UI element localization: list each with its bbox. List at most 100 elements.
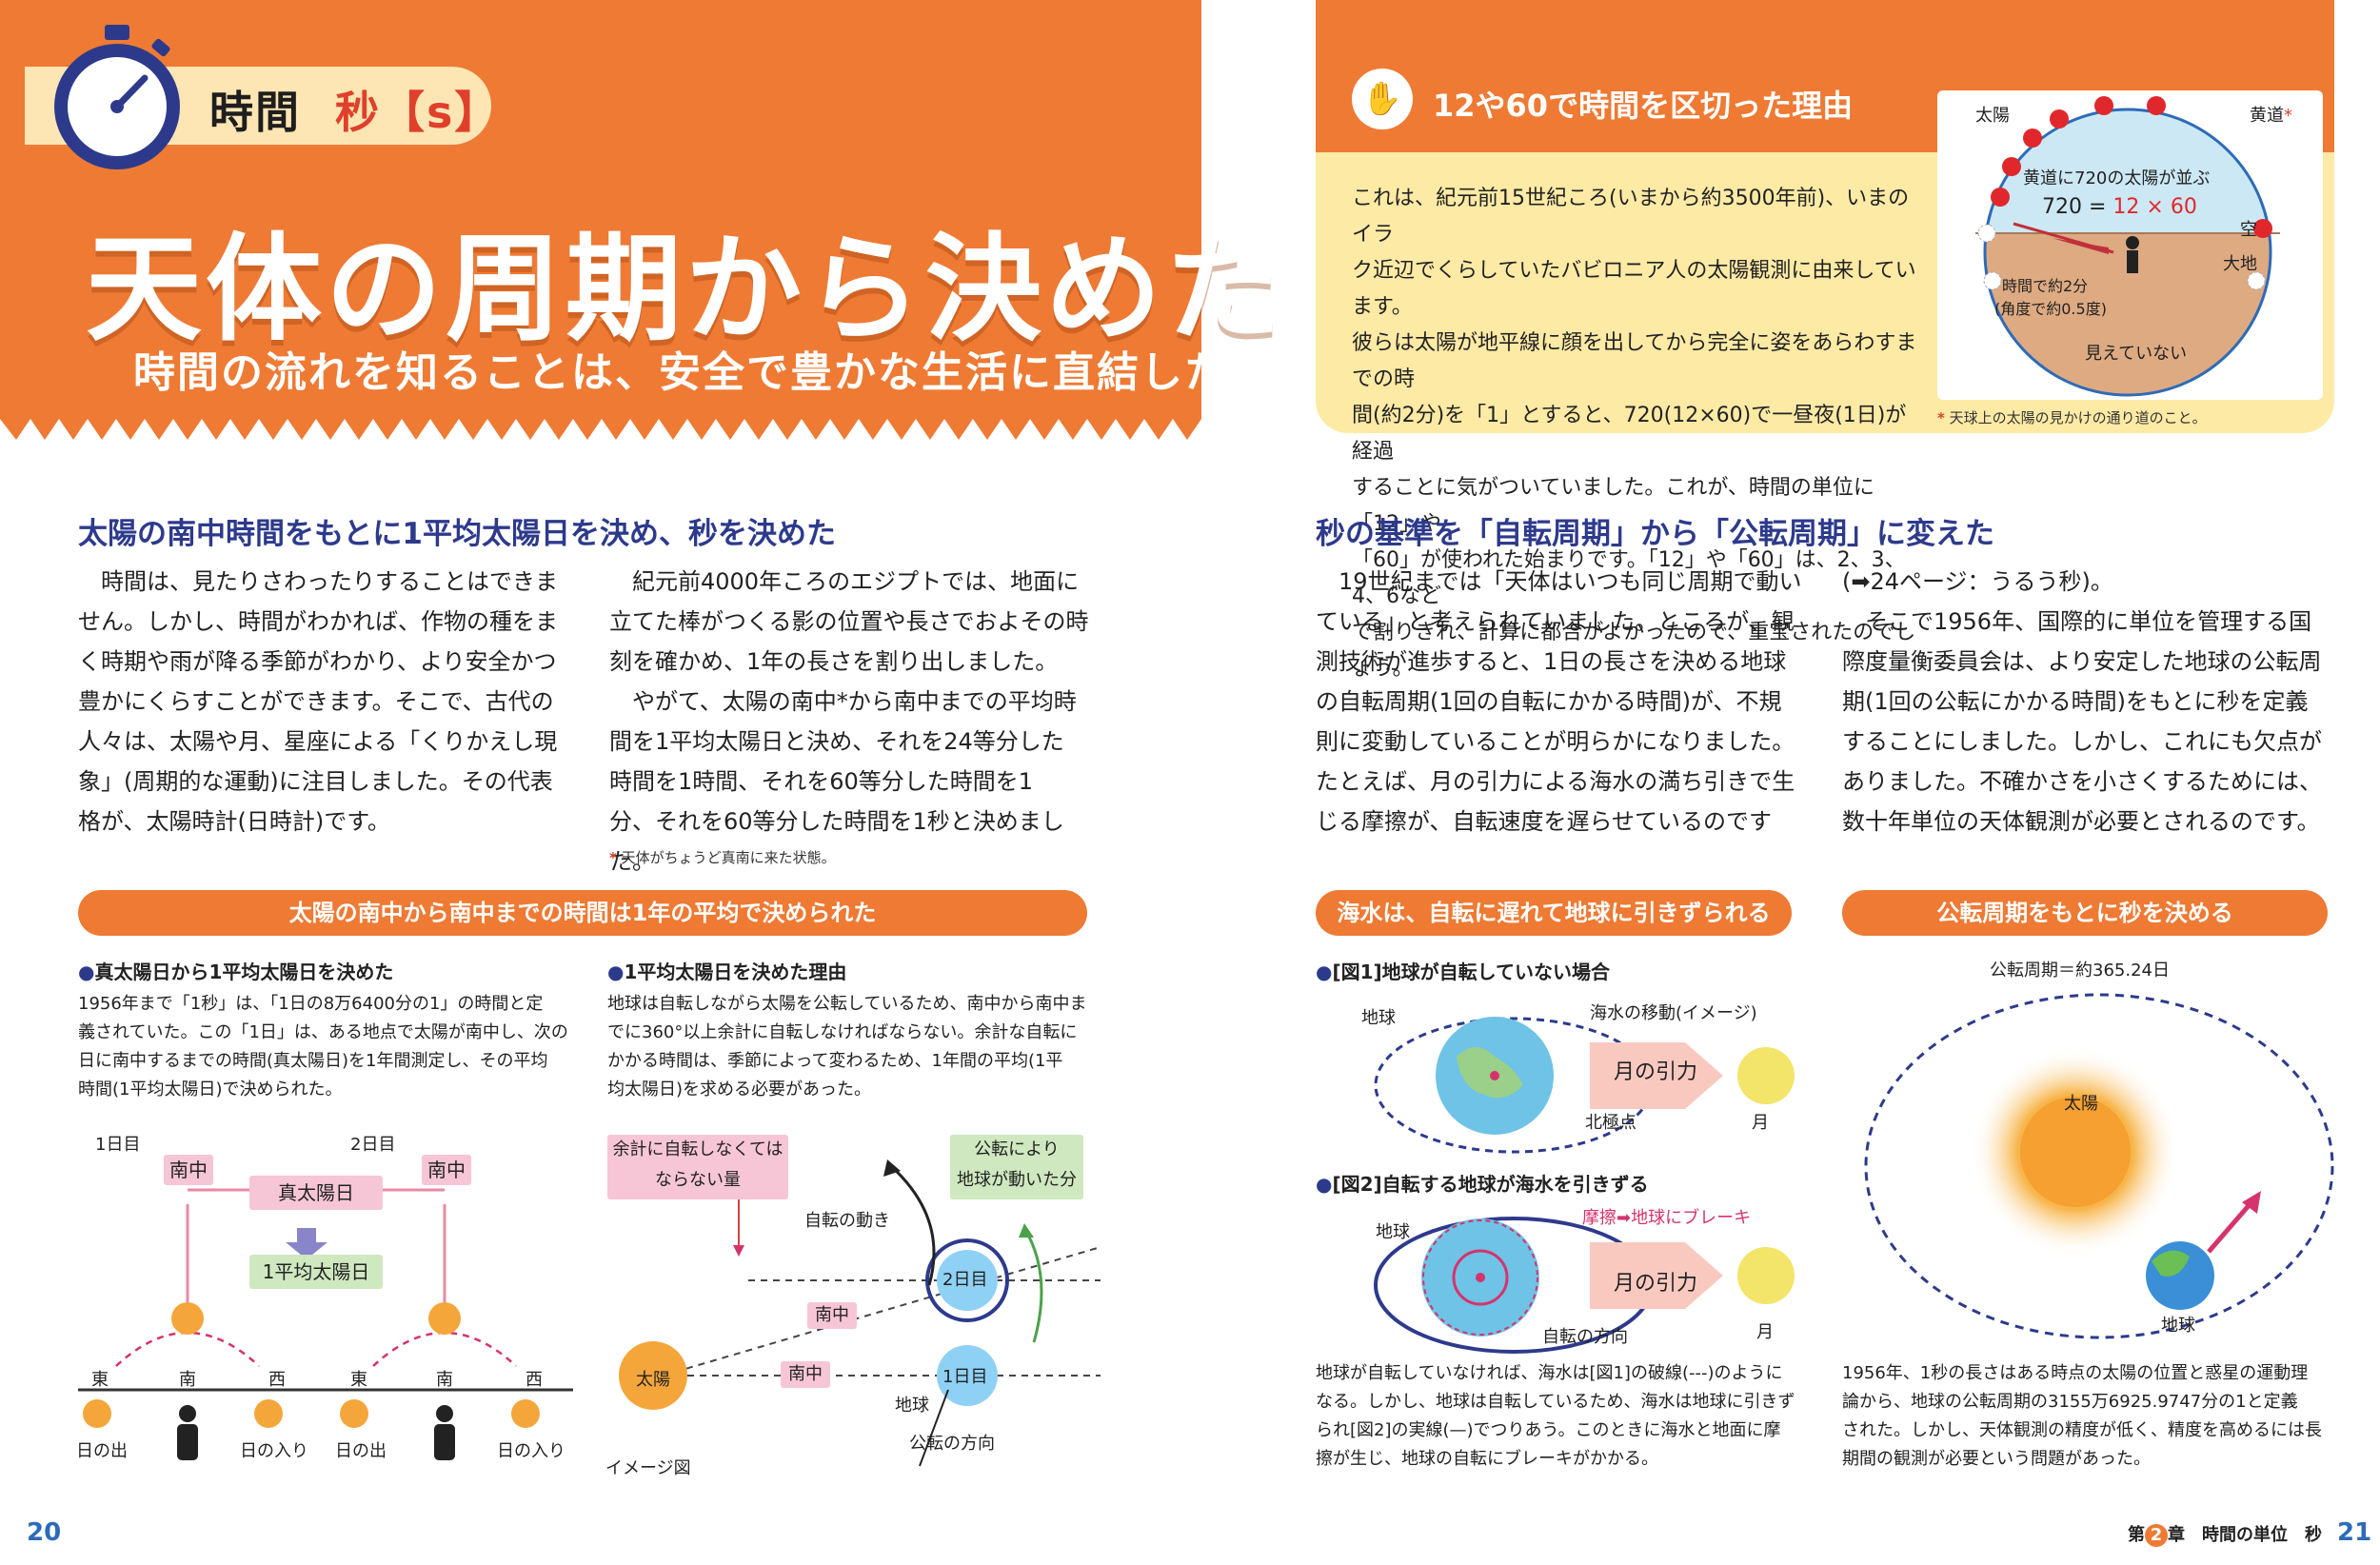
tide2-moon: 月	[1756, 1322, 1774, 1342]
fig1-sunset1: 日の入り	[240, 1441, 308, 1461]
fig2-orbit-move: 公転により 地球が動いた分	[950, 1135, 1083, 1199]
chapter-b: 章 時間の単位 秒	[2168, 1525, 2322, 1545]
chip-sec: 秒【s】	[335, 87, 501, 138]
fig2-caption: イメージ図	[605, 1458, 691, 1478]
diagram-formula: 720 = 12 × 60	[2042, 195, 2197, 219]
diagram-ecliptic-mark: *	[2284, 106, 2292, 126]
sub2-heading: ●1平均太陽日を決めた理由	[607, 961, 847, 983]
tide-fig1-heading-text: [図1]地球が自転していない場合	[1332, 961, 1611, 983]
orbit-text: 1956年、1秒の長さはある時点の太陽の位置と惑星の運動理 論から、地球の公転周…	[1842, 1363, 2322, 1469]
orbit-sun: 太陽	[2064, 1094, 2098, 1114]
fig1-sunrise2: 日の出	[335, 1441, 387, 1461]
right-band1: 海水は、自転に遅れて地球に引きずられる	[1316, 890, 1792, 936]
reason-title: 12や60で時間を区切った理由	[1433, 88, 1854, 124]
fig2-nanchu-lower: 南中	[781, 1361, 830, 1388]
orbit-period: 公転周期＝約365.24日	[1990, 961, 2170, 981]
right-section-heading: 秒の基準を「自転周期」から「公転周期」に変えた	[1316, 517, 1994, 551]
fig1-south2: 南	[436, 1370, 453, 1390]
unit-chip-label: 時間 秒【s】	[209, 78, 500, 141]
left-note-mark: *	[609, 849, 617, 866]
fig2-earth: 地球	[895, 1396, 929, 1416]
fig1-mean-day: 1平均太陽日	[249, 1255, 383, 1289]
fig2-sun: 太陽	[636, 1370, 670, 1390]
tide-diagram-2	[1374, 1217, 1795, 1354]
formula-b: 12 × 60	[2112, 195, 2197, 219]
fig1-sunrise1: 日の出	[76, 1441, 128, 1461]
diagram-earth: 大地	[2223, 254, 2257, 274]
tide1-sea: 海水の移動(イメージ)	[1590, 1003, 1757, 1023]
page-subtitle: 時間の流れを知ることは、安全で豊かな生活に直結した。	[133, 348, 1272, 397]
sub1-body: 1956年まで「1秒」は、「1日の8万6400分の1」の時間と定 義されていた。…	[78, 994, 568, 1099]
reason-body: これは、紀元前15世紀ころ(いまから約3500年前)、いまのイラ ク近辺でくらし…	[1352, 187, 1917, 681]
sub2-body: 地球は自転しながら太陽を公転しているため、南中から南中ま でに360°以上余計に…	[607, 994, 1087, 1099]
diagram-line1: 黄道に720の太陽が並ぶ	[2023, 168, 2211, 188]
sub2-heading-text: 1平均太陽日を決めた理由	[624, 961, 847, 983]
sun-diagram: 太陽 黄道* 黄道に720の太陽が並ぶ 720 = 12 × 60 空 大地 時…	[1937, 90, 2323, 400]
left-note-text: 天体がちょうど真南に来た状態。	[621, 849, 836, 866]
diagram-hidden: 見えていない	[2085, 344, 2188, 364]
formula-a: 720 =	[2042, 195, 2113, 219]
right-page-number: 21	[2337, 1518, 2372, 1547]
tide-diagram-1	[1374, 1017, 1795, 1154]
tide-text: 地球が自転していなければ、海水は[図1]の破線(---)のように なる。しかし、…	[1316, 1363, 1795, 1469]
fig1-nanchu2: 南中	[422, 1155, 471, 1185]
right-col1: 19世紀までは「天体はいつも同じ周期で動い ている」と考えられていました。ところ…	[1316, 568, 1802, 835]
tide-fig1-heading: ●[図1]地球が自転していない場合	[1316, 961, 1611, 983]
sub1-heading-text: 真太陽日から1平均太陽日を決めた	[94, 961, 394, 983]
fig1-day1: 1日目	[95, 1135, 141, 1155]
hand-icon: ✋	[1352, 69, 1413, 129]
zigzag-edge	[0, 419, 1201, 440]
diagram-angle1: 時間で約2分	[2002, 277, 2089, 295]
tide1-pole: 北極点	[1585, 1113, 1636, 1133]
fig1-true-day: 真太陽日	[249, 1176, 383, 1210]
reason-note: * 天球上の太陽の見かけの通り道のこと。	[1937, 407, 2207, 427]
chapter-num: 2	[2145, 1524, 2168, 1547]
fig1-day2: 2日目	[350, 1135, 396, 1155]
orbit-earth: 地球	[2161, 1316, 2195, 1336]
chip-time: 時間	[209, 87, 301, 138]
fig1-east1: 東	[91, 1370, 109, 1390]
tide-fig2-heading-text: [図2]自転する地球が海水を引きずる	[1332, 1173, 1649, 1196]
left-col2: 紀元前4000年ころのエジプトでは、地面に 立てた棒がつくる影の位置や長さでおよ…	[609, 568, 1089, 875]
orbit-diagram	[1864, 993, 2334, 1339]
sub1-heading: ●真太陽日から1平均太陽日を決めた	[78, 961, 394, 983]
tide2-rot-dir: 自転の方向	[1542, 1327, 1628, 1347]
left-band: 太陽の南中から南中までの時間は1年の平均で決められた	[78, 890, 1087, 936]
right-col2: (➡24ページ：うるう秒)。 そこで1956年、国際的に単位を管理する国 際度量…	[1842, 568, 2322, 835]
fig1-sunset2: 日の入り	[497, 1441, 565, 1461]
reason-note-text: 天球上の太陽の見かけの通り道のこと。	[1949, 409, 2207, 426]
tide-fig2-heading: ●[図2]自転する地球が海水を引きずる	[1316, 1173, 1649, 1196]
page-title: 天体の周期から決めた	[86, 222, 1285, 357]
stopwatch-icon	[54, 25, 180, 169]
fig1-west2: 西	[526, 1370, 543, 1390]
sun-diagram-graphic	[1975, 96, 2280, 397]
fig1-nanchu1: 南中	[164, 1155, 213, 1185]
fig1-west1: 西	[268, 1370, 286, 1390]
tide2-brake: 摩擦➡地球にブレーキ	[1582, 1208, 1752, 1228]
fig2-extra: 余計に自転しなくては ならない量	[607, 1135, 788, 1199]
fig2-orbit-dir: 公転の方向	[909, 1434, 995, 1454]
diagram-sun-label: 太陽	[1975, 106, 2010, 126]
diagram-ecliptic: 黄道	[2250, 106, 2284, 126]
left-col1: 時間は、見たりさわったりすることはできま せん。しかし、時間がわかれば、作物の種…	[78, 568, 558, 835]
tide1-moon-pull: 月の引力	[1614, 1060, 1698, 1084]
tide2-moon-pull: 月の引力	[1614, 1272, 1698, 1296]
fig1-east2: 東	[350, 1370, 367, 1390]
fig2-day2: 2日目	[942, 1270, 988, 1290]
tide2-earth: 地球	[1376, 1222, 1410, 1242]
fig2-day1: 1日目	[942, 1367, 988, 1387]
diagram-ecliptic-label: 黄道*	[2250, 102, 2292, 127]
tide1-earth: 地球	[1361, 1008, 1396, 1028]
diagram-angle2: (角度で約0.5度)	[1994, 300, 2107, 318]
left-page-number: 20	[27, 1518, 62, 1547]
left-section-heading: 太陽の南中時間をもとに1平均太陽日を決め、秒を決めた	[78, 517, 836, 551]
diagram-sky: 空	[2240, 220, 2257, 240]
fig2-rotation: 自転の動き	[804, 1211, 890, 1231]
tide1-moon: 月	[1752, 1113, 1769, 1133]
right-band2: 公転周期をもとに秒を決める	[1842, 890, 2328, 936]
fig2-nanchu-upper: 南中	[807, 1302, 857, 1329]
chapter-a: 第	[2128, 1525, 2145, 1545]
reason-note-mark: *	[1937, 409, 1945, 426]
left-note: * 天体がちょうど真南に来た状態。	[609, 847, 836, 867]
